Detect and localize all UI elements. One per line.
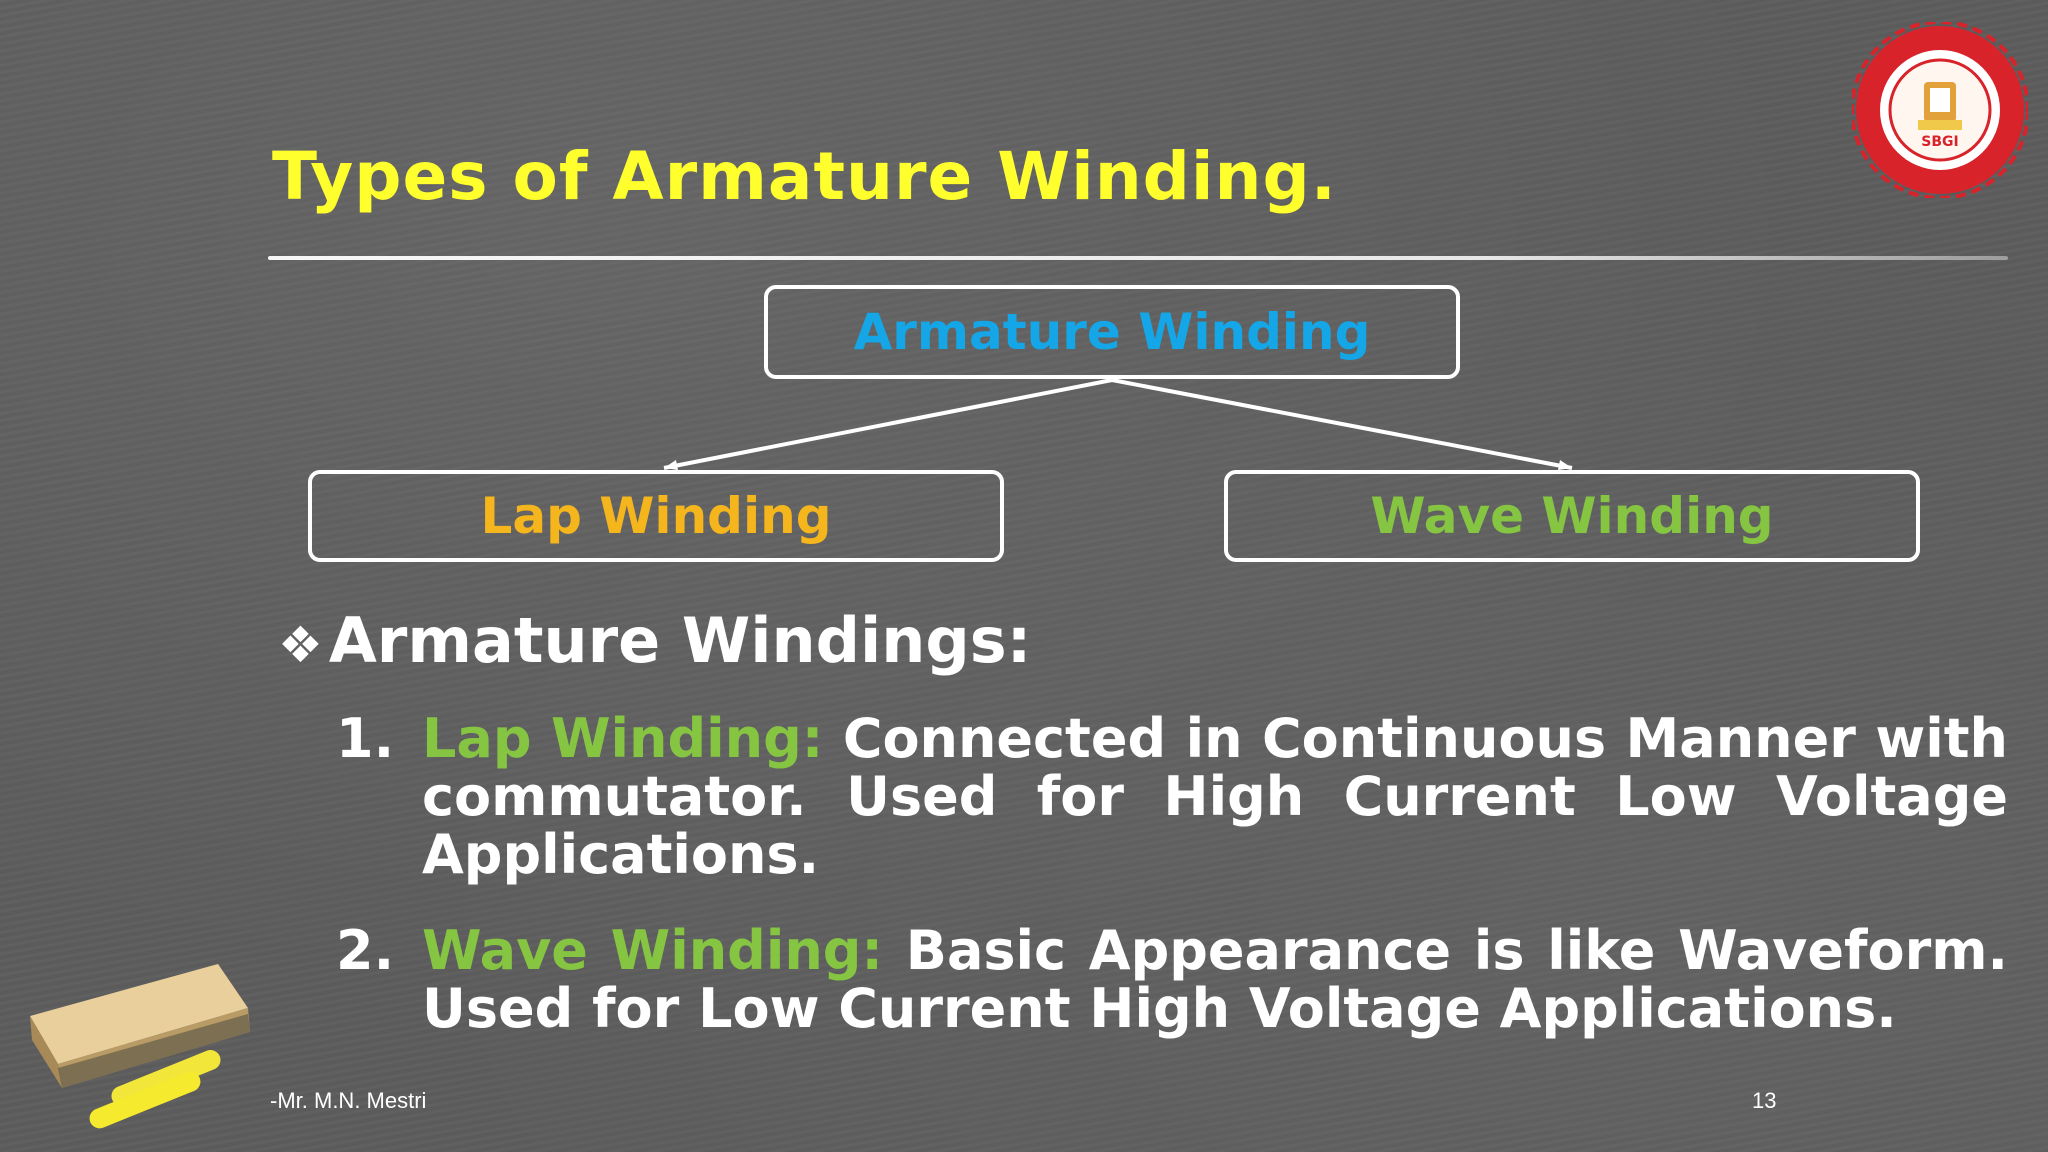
list-item-body: Wave Winding: Basic Appearance is like W…: [422, 922, 2008, 1038]
list-item-term: Wave Winding:: [422, 919, 884, 982]
diagram-root-node: Armature Winding: [764, 285, 1460, 379]
list-item-body: Lap Winding: Connected in Continuous Man…: [422, 710, 2008, 884]
list-item: 1. Lap Winding: Connected in Continuous …: [336, 710, 2008, 884]
diagram-node-wave: Wave Winding: [1224, 470, 1920, 562]
logo-text: SBGI: [1921, 134, 1958, 150]
slide-title: Types of Armature Winding.: [272, 138, 1337, 215]
title-divider: [268, 256, 2008, 260]
list-item-text: Connected in Continuous Manner with comm…: [422, 707, 2008, 886]
list-item-number: 1.: [336, 707, 395, 770]
footer-author: -Mr. M.N. Mestri: [270, 1088, 427, 1113]
list-item-text: Basic Appearance is like Waveform. Used …: [422, 919, 2008, 1040]
eraser-chalk-icon: [22, 956, 258, 1136]
page-number: 13: [1752, 1088, 1777, 1113]
arrow-lap: [664, 460, 678, 470]
diamond-bullet-icon: ❖: [278, 616, 323, 674]
section-heading-text: Armature Windings:: [328, 604, 1032, 677]
section-heading: ❖Armature Windings:: [278, 604, 1031, 677]
diagram-node-lap: Lap Winding: [308, 470, 1004, 562]
arrow-wave: [1558, 460, 1572, 470]
list-item-term: Lap Winding:: [422, 707, 824, 770]
institute-logo-icon: SBGI: [1850, 20, 2030, 200]
list-item-number: 2.: [336, 919, 395, 982]
connector-lap: [663, 378, 1113, 470]
list-item: 2. Wave Winding: Basic Appearance is lik…: [336, 922, 2008, 1038]
connector-wave: [1111, 378, 1573, 470]
